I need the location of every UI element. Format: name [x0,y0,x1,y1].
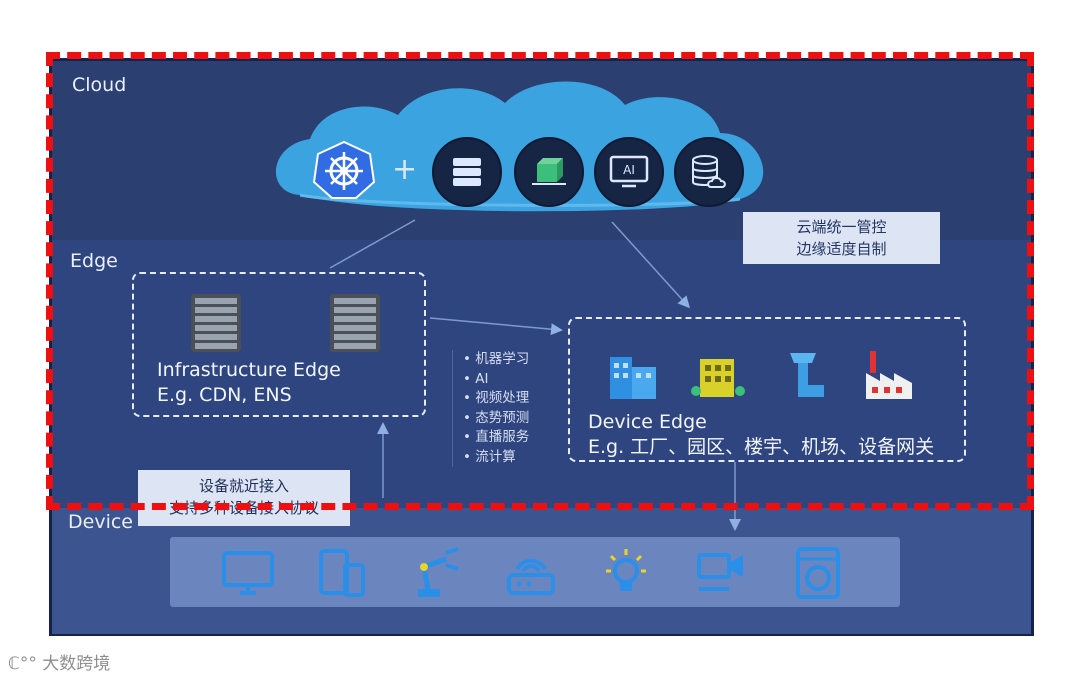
logo-glyph-icon: ℂ°° [8,654,43,674]
container-icon [514,137,584,207]
washing-machine-icon [790,545,846,601]
control-line-1: 云端统一管控 [796,218,887,236]
infrastructure-edge-title: Infrastructure Edge [157,359,341,381]
footer-logo: ℂ°° 大数跨境 [8,649,110,674]
router-icon [503,545,559,601]
infrastructure-edge-example: E.g. CDN, ENS [157,384,292,406]
storage-server-icon [432,137,502,207]
device-label: Device [68,511,133,533]
park-building-icon [690,345,748,403]
services-list: 机器学习 AI 视频处理 态势预测 直播服务 流计算 [452,350,544,467]
device-edge-title: Device Edge [588,411,707,433]
server-rack-icon [324,292,386,354]
plus-sign: + [392,152,418,187]
video-camera-icon [693,545,749,601]
infrastructure-edge-box [132,272,426,417]
monitor-icon [220,545,276,601]
office-building-icon [604,345,662,403]
factory-icon [862,345,920,403]
control-line-2: 边缘适度自制 [796,240,887,258]
ai-monitor-icon: AI [594,137,664,207]
device-edge-box [568,317,966,462]
infra-to-device-edge-line [429,317,563,336]
device-edge-text: Device Edge E.g. 工厂、园区、楼宇、机场、设备网关 [588,410,934,460]
database-cloud-icon [674,137,744,207]
airport-tower-icon [776,345,834,403]
cloud-to-device-edge-line [611,221,691,309]
access-line-1: 设备就近接入 [198,477,289,495]
device-edge-example: E.g. 工厂、园区、楼宇、机场、设备网关 [588,436,935,458]
server-rack-icon [185,292,247,354]
edge-label: Edge [70,250,118,272]
device-bar [170,537,900,607]
control-strategy-box: 云端统一管控 边缘适度自制 [743,212,940,264]
service-item: 机器学习 [463,350,544,370]
service-item: 态势预测 [463,409,544,429]
tablet-phone-icon [315,545,371,601]
highlight-dashed-frame [46,52,1034,510]
logo-text: 大数跨境 [42,654,111,674]
service-item: 流计算 [463,448,544,468]
svg-text:AI: AI [623,163,635,177]
cloud-to-infra-line [329,219,416,269]
service-item: 视频处理 [463,389,544,409]
cloud-label: Cloud [72,74,127,96]
robot-arm-icon [410,545,466,601]
kubernetes-icon [312,140,376,200]
service-item: 直播服务 [463,428,544,448]
infrastructure-edge-text: Infrastructure Edge E.g. CDN, ENS [157,358,341,408]
light-bulb-icon [598,545,654,601]
service-item: AI [463,370,544,390]
